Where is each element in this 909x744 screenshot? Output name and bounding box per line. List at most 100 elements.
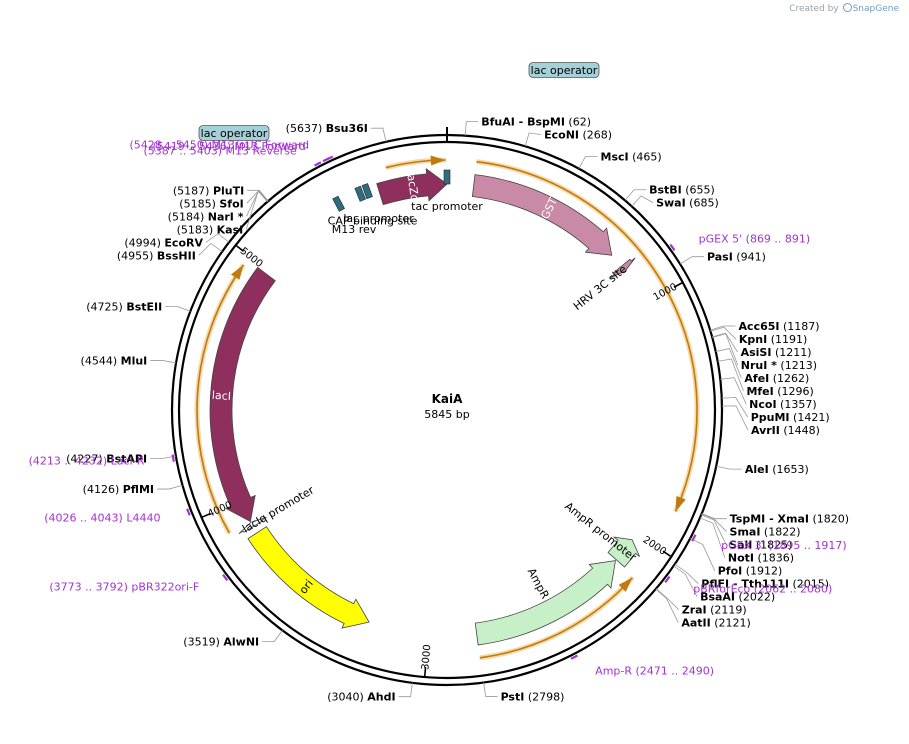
site-label: (3040) AhdI xyxy=(327,691,395,704)
site-position: (1653) xyxy=(769,463,809,476)
primer-ampr: Amp-R (2471 .. 2490) xyxy=(570,654,714,677)
site-position: (2022) xyxy=(735,591,775,604)
site-position: (2121) xyxy=(711,617,751,630)
site-leader xyxy=(679,256,704,265)
site-leader xyxy=(673,565,698,597)
site-leader xyxy=(655,588,680,610)
site-leader xyxy=(205,233,230,243)
site-name: AvrII xyxy=(751,424,780,437)
feature-lacza-label: lacZα xyxy=(404,171,421,203)
site-label: (5185) SfoI xyxy=(179,197,243,210)
site-leader xyxy=(712,332,738,353)
site-label: PfoI (1912) xyxy=(718,565,783,578)
site-avrii: AvrII (1448) xyxy=(721,405,820,437)
feature-gst-arrow xyxy=(471,174,613,256)
site-msci: MscI (465) xyxy=(578,150,662,169)
small-feature-label: CAP binding site xyxy=(328,214,418,227)
site-label: EcoNI (268) xyxy=(544,129,612,142)
site-position: (3040) xyxy=(327,691,367,704)
site-zrai: ZraI (2119) xyxy=(655,588,747,617)
site-position: (4227) xyxy=(66,452,106,465)
feature-laci: lacI xyxy=(209,266,276,523)
site-position: (1187) xyxy=(780,320,820,333)
site-label: (5187) PluTI xyxy=(173,184,244,197)
site-position: (2015) xyxy=(789,578,829,591)
small-feature-mark xyxy=(443,169,451,185)
site-afei: AfeI (1262) xyxy=(715,348,809,385)
orf-arrow xyxy=(194,263,246,535)
site-label: TspMI - XmaI (1820) xyxy=(730,513,849,526)
site-position: (1820) xyxy=(809,513,849,526)
site-leader xyxy=(716,465,742,470)
site-label: Acc65I (1187) xyxy=(739,320,820,333)
orf-layer xyxy=(194,155,700,661)
small-feature-mark xyxy=(354,185,367,202)
site-leader xyxy=(524,132,542,147)
site-position: (4126) xyxy=(83,483,123,496)
site-name: BstBI xyxy=(649,184,682,197)
site-name: PflFI xyxy=(701,578,729,591)
site-bfuai: BfuAI - BspMI (62) xyxy=(464,116,591,136)
site-alei: AleI (1653) xyxy=(716,463,809,476)
site-name: NruI * xyxy=(741,359,777,372)
site-name: TspMI xyxy=(730,513,766,526)
site-ppumi: PpuMI (1421) xyxy=(721,397,830,424)
primer-mark xyxy=(314,161,322,167)
site-name: BsaAI xyxy=(700,591,735,604)
site-bstapi: (4227) BstAPI xyxy=(66,452,176,465)
site-position: (1191) xyxy=(767,333,807,346)
site-leader xyxy=(198,242,223,256)
site-name: EcoRV xyxy=(164,236,203,249)
site-leader xyxy=(721,405,749,431)
small-feature-tac-promoter: tac promoter xyxy=(411,169,483,213)
site-sali: SalI (1825) xyxy=(701,514,792,552)
site-kasi: (5183) KasI xyxy=(177,190,268,236)
restriction-sites: BfuAI - BspMI (62)EcoNI (268) MscI (465) B… xyxy=(66,116,849,704)
site-tspmi: TspMI - XmaI (1820) xyxy=(701,513,849,526)
site-label: AleI (1653) xyxy=(745,463,809,476)
site-leader xyxy=(720,377,747,405)
feature-ampr-promoter: AmpR promoter xyxy=(562,500,640,568)
site-label: (4725) BstEII xyxy=(86,300,162,313)
site-label: MfeI (1296) xyxy=(746,385,813,398)
site-acc65i: Acc65I (1187) xyxy=(710,320,820,333)
site-name: PfoI xyxy=(718,565,743,578)
site-label: ZraI (2119) xyxy=(682,604,747,617)
orf-arrowhead xyxy=(430,155,446,166)
site-position: (1836) xyxy=(754,552,794,565)
site-name: BstEII xyxy=(126,300,162,313)
site-name: MluI xyxy=(121,354,148,367)
small-feature-label: tac promoter xyxy=(411,200,483,213)
orf-halo xyxy=(476,159,700,513)
tick-label: 2000 xyxy=(641,535,668,558)
site-leader xyxy=(701,513,727,532)
site-label: NotI (1836) xyxy=(728,552,794,565)
snapgene-logo-icon xyxy=(842,3,852,12)
site-position: (4725) xyxy=(86,300,126,313)
site-leader xyxy=(262,630,283,642)
site-name: PluTI xyxy=(213,184,244,197)
primer-label: pGEX 3' (1895 .. 1917) xyxy=(721,539,847,552)
site-name: SalI xyxy=(729,539,752,552)
lac-operator-left: lac operator xyxy=(198,125,270,141)
orf-arrowhead xyxy=(675,496,686,512)
site-name: ZraI xyxy=(682,604,707,617)
feature-ori-arrow xyxy=(247,526,370,629)
site-leader xyxy=(464,121,479,136)
tick-mark xyxy=(423,667,427,678)
feature-laci-arrow xyxy=(209,266,276,523)
site-label: NcoI (1357) xyxy=(749,398,816,411)
primer-label: (5428 .. 5450) M13/pUC Forward xyxy=(129,138,309,151)
site-position: (1262) xyxy=(769,372,809,385)
site-label: NruI * (1213) xyxy=(741,359,817,372)
site-name: PflMI xyxy=(123,483,154,496)
primer-mark xyxy=(171,454,175,462)
orf-line xyxy=(479,577,634,659)
site-label: KpnI (1191) xyxy=(739,333,807,346)
site-name: BssHII xyxy=(157,249,196,262)
orf-line xyxy=(476,160,698,512)
site-noti: NotI (1836) xyxy=(699,517,794,565)
site-sfoi: (5185) SfoI xyxy=(179,190,269,210)
site-label: PstI (2798) xyxy=(501,690,565,703)
